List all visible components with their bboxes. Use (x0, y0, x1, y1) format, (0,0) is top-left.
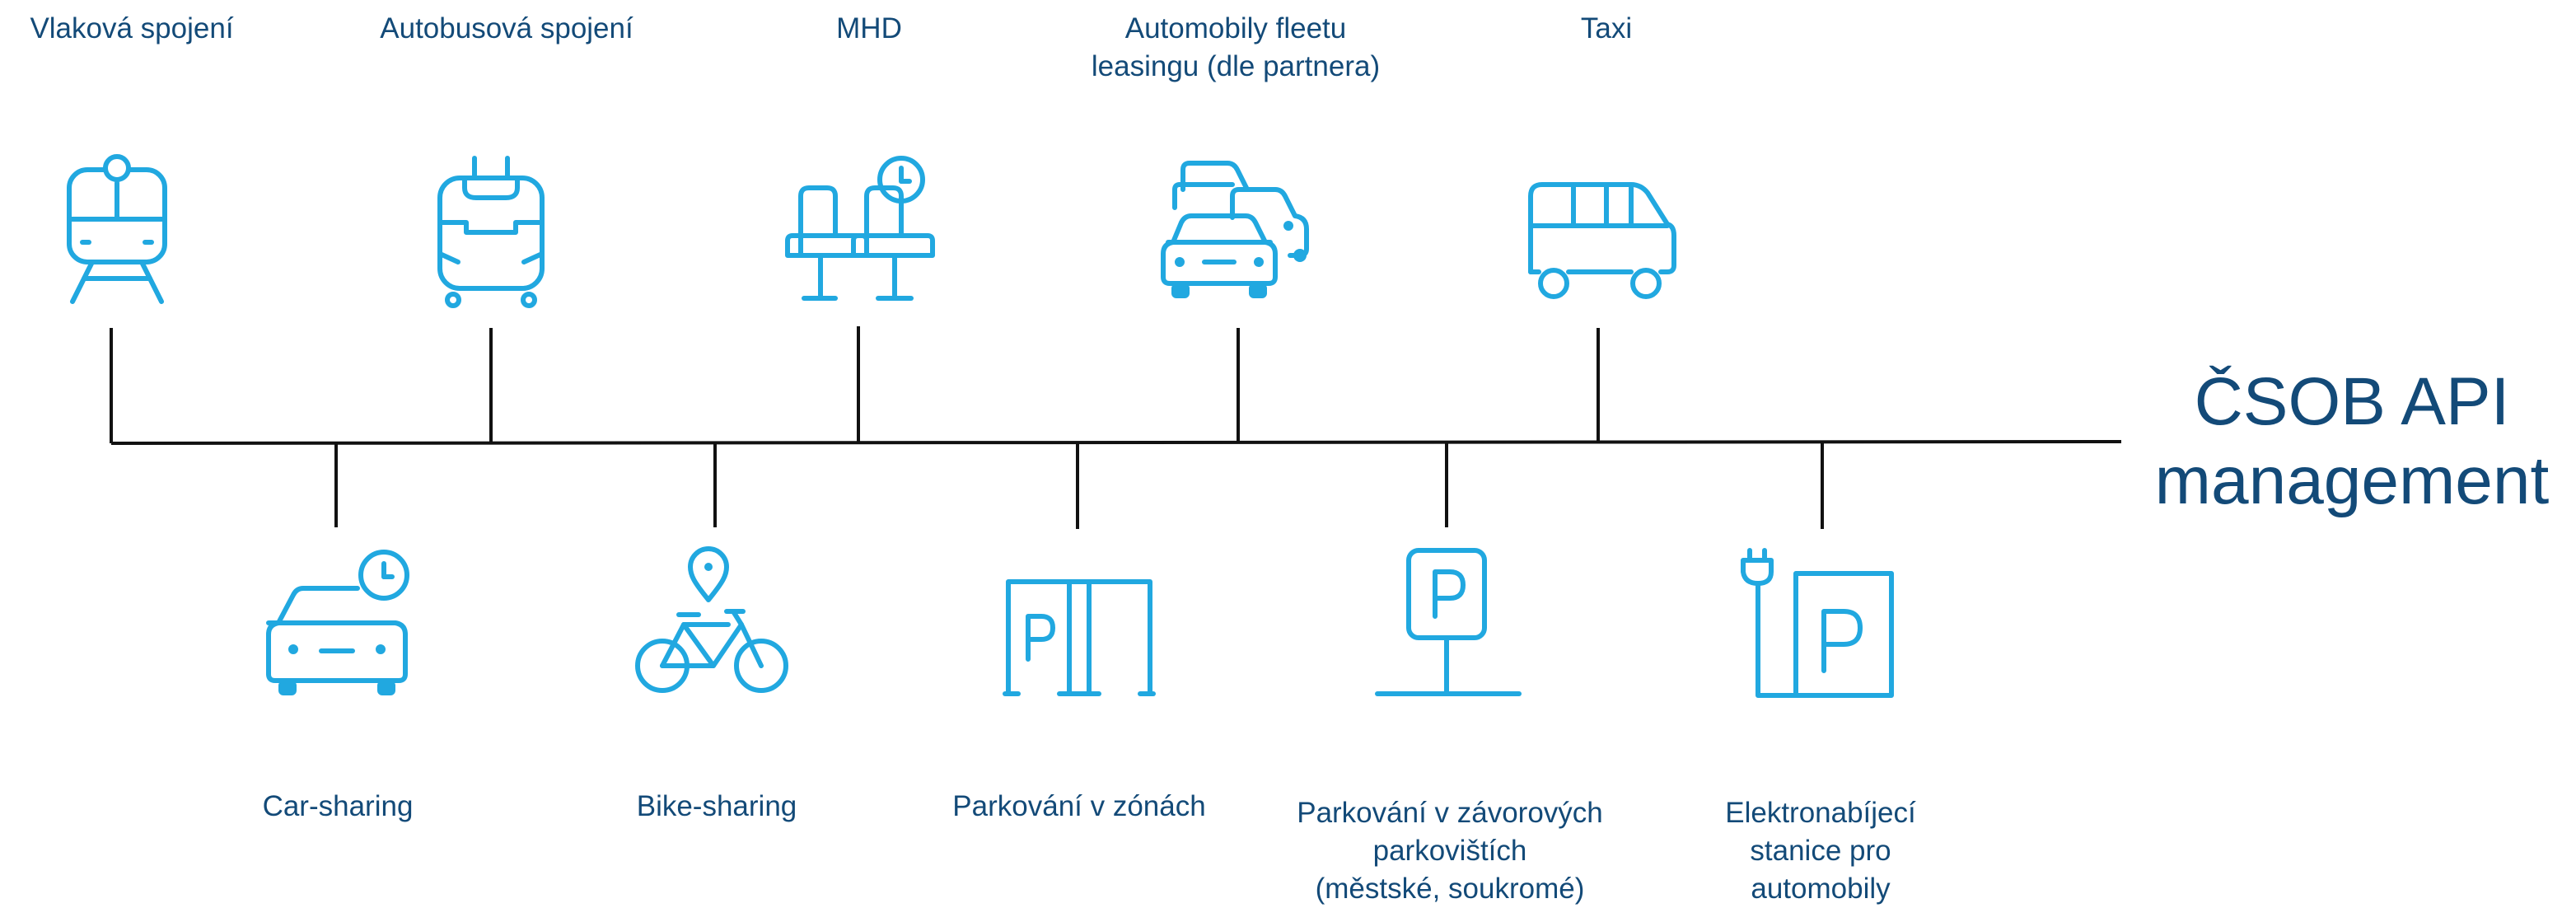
seats-clock-icon (784, 153, 941, 310)
train-icon (59, 153, 175, 310)
label-fleet: Automobily fleetu leasingu (dle partnera… (1091, 12, 1381, 82)
label-taxi: Taxi (1580, 12, 1633, 44)
label-ev: Elektronabíjecí stanice pro automobily (1725, 797, 1916, 905)
label-barrier: Parkování v závorových parkovištích (měs… (1297, 797, 1603, 905)
main-axis-line (110, 440, 2122, 445)
label-zones: Parkování v zónách (952, 790, 1206, 822)
bus-icon (433, 153, 549, 310)
label-bus: Autobusová spojení (380, 12, 633, 44)
label-train: Vlaková spojení (30, 12, 234, 44)
title-line-1: ČSOB API (2194, 364, 2510, 439)
diagram-title: ČSOB API management (2134, 363, 2570, 521)
ev-charging-parking-icon (1738, 547, 1895, 699)
label-carsharing: Car-sharing (262, 790, 414, 822)
title-line-2: management (2154, 443, 2550, 518)
car-clock-icon (260, 544, 417, 700)
parking-sign-icon (1372, 547, 1524, 699)
bike-pin-icon (633, 544, 789, 700)
label-bikesharing: Bike-sharing (636, 790, 797, 822)
car-fleet-icon (1152, 153, 1316, 310)
van-icon (1524, 173, 1681, 305)
parking-zone-icon (1003, 577, 1156, 697)
label-mhd: MHD (836, 12, 902, 44)
